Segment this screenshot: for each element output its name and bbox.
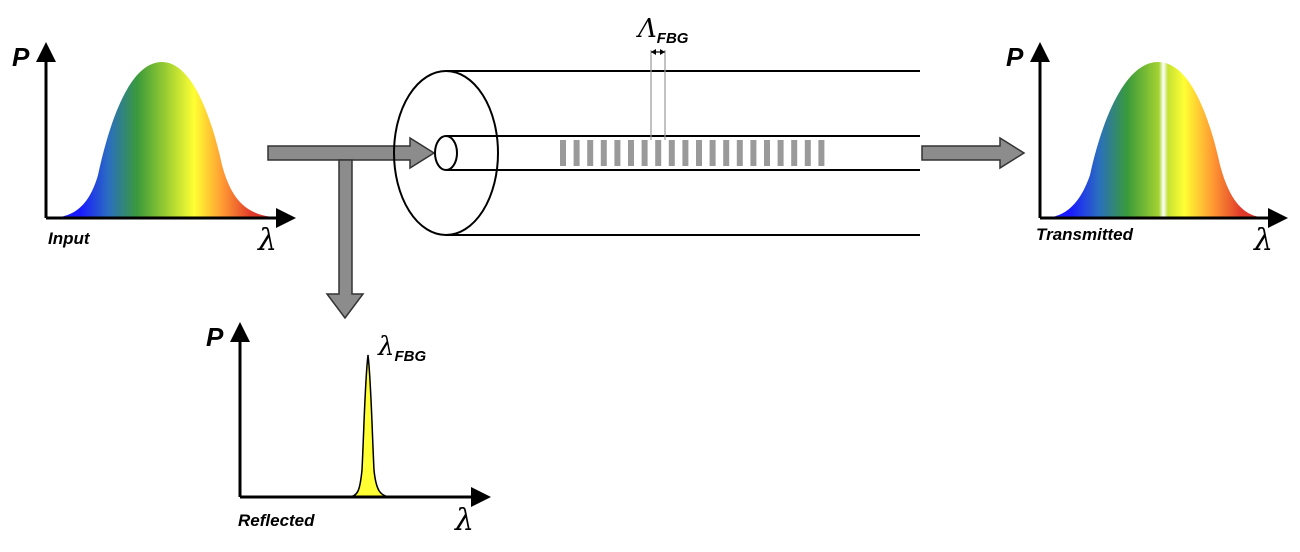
transmitted-wavelength-arrowhead-icon <box>1268 208 1288 228</box>
period-arrow-left-icon <box>651 49 656 55</box>
reflected-power-label: P <box>206 322 224 352</box>
bragg-grating <box>560 140 825 166</box>
grating-line <box>641 140 648 166</box>
grating-line <box>682 140 689 166</box>
reflected-power-arrowhead-icon <box>230 322 250 342</box>
grating-line <box>777 140 784 166</box>
period-arrow-right-icon <box>660 49 665 55</box>
transmitted-caption: Transmitted <box>1036 225 1134 244</box>
optical-fiber: ΛFBG <box>393 14 920 236</box>
grating-line <box>750 140 757 166</box>
input-wavelength-arrowhead-icon <box>276 208 296 228</box>
grating-line <box>736 140 743 166</box>
reflected-arrow-icon <box>325 159 365 320</box>
grating-line <box>628 140 634 166</box>
reflected-peak <box>347 354 393 498</box>
input-arrow-icon <box>267 136 436 170</box>
grating-line <box>668 140 675 166</box>
grating-line <box>791 140 798 166</box>
transmitted-plot: P λ Transmitted <box>1006 42 1288 258</box>
grating-line <box>587 140 594 166</box>
reflected-peak-label: λFBG <box>377 332 426 365</box>
reflected-wavelength-label: λ <box>454 503 474 538</box>
grating-line <box>573 140 580 166</box>
grating-line <box>818 140 825 166</box>
grating-line <box>614 140 621 166</box>
flow-arrows <box>267 136 1026 320</box>
input-plot: P λ Input <box>12 42 296 258</box>
transmitted-spectrum-curve <box>1042 62 1270 218</box>
transmitted-notch <box>1159 55 1168 218</box>
input-wavelength-label: λ <box>257 223 277 258</box>
grating-line <box>655 140 662 166</box>
input-power-label: P <box>12 42 30 72</box>
grating-line <box>804 140 811 166</box>
grating-line <box>560 140 566 166</box>
grating-line <box>696 140 702 166</box>
input-power-arrowhead-icon <box>36 42 56 62</box>
grating-line <box>764 140 770 166</box>
grating-line <box>723 140 730 166</box>
grating-period-label: ΛFBG <box>636 14 689 47</box>
output-arrow-icon <box>921 136 1026 170</box>
input-spectrum-curve <box>48 62 290 218</box>
transmitted-wavelength-label: λ <box>1253 223 1273 258</box>
input-caption: Input <box>48 229 91 248</box>
reflected-caption: Reflected <box>238 511 315 530</box>
reflected-wavelength-arrowhead-icon <box>471 487 491 507</box>
transmitted-power-arrowhead-icon <box>1030 42 1050 62</box>
grating-line <box>709 140 716 166</box>
fiber-core-end <box>434 135 458 171</box>
reflected-plot: P λ Reflected λFBG <box>206 322 491 538</box>
grating-line <box>600 140 607 166</box>
transmitted-power-label: P <box>1006 42 1024 72</box>
